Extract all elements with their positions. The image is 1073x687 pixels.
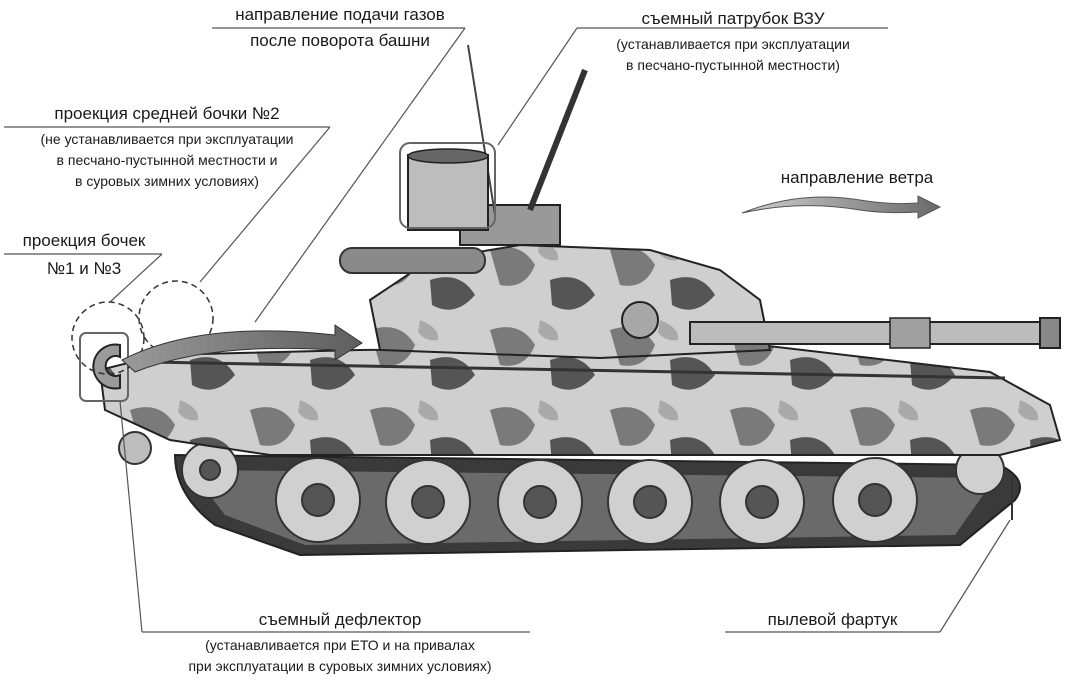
- barrels-13-line2: №1 и №3: [46, 259, 122, 278]
- vzu-pipe-note2: в песчано-пустынной местности): [626, 57, 840, 73]
- deflector-note2: при эксплуатации в суровых зимних услови…: [188, 658, 492, 674]
- gas-flow-arrow: [121, 324, 363, 373]
- middle-barrel-note3: в суровых зимних условиях): [75, 173, 259, 189]
- main-gun: [689, 321, 1056, 345]
- tank-illustration: [71, 44, 1062, 557]
- wind-direction-label: направление ветра: [780, 168, 934, 187]
- middle-barrel-note2: в песчано-пустынной местности и: [56, 152, 278, 168]
- wind-arrow: [741, 195, 942, 219]
- leader-lines: [4, 27, 1011, 633]
- road-wheels: [181, 441, 1005, 545]
- gas-direction-line1: направление подачи газов: [235, 5, 445, 24]
- vzu-pipe-title: съемный патрубок ВЗУ: [641, 9, 825, 28]
- tow-hook: [118, 431, 152, 465]
- gas-direction-line2: после поворота башни: [250, 31, 430, 50]
- dust-apron-label: пылевой фартук: [767, 610, 898, 629]
- barrel-projection-2: [138, 280, 214, 356]
- deflector: [79, 332, 129, 402]
- barrels-13-line1: проекция бочек: [22, 231, 146, 250]
- vzu-pipe: [407, 154, 489, 231]
- middle-barrel-note1: (не устанавливается при эксплуатации: [40, 131, 294, 147]
- deflector-title: съемный дефлектор: [258, 610, 422, 629]
- middle-barrel-title: проекция средней бочки №2: [54, 104, 280, 123]
- vzu-pipe-note1: (устанавливается при эксплуатации: [616, 36, 850, 52]
- hull: [98, 343, 1062, 456]
- deflector-note1: (устанавливается при ЕТО и на привалах: [205, 637, 475, 653]
